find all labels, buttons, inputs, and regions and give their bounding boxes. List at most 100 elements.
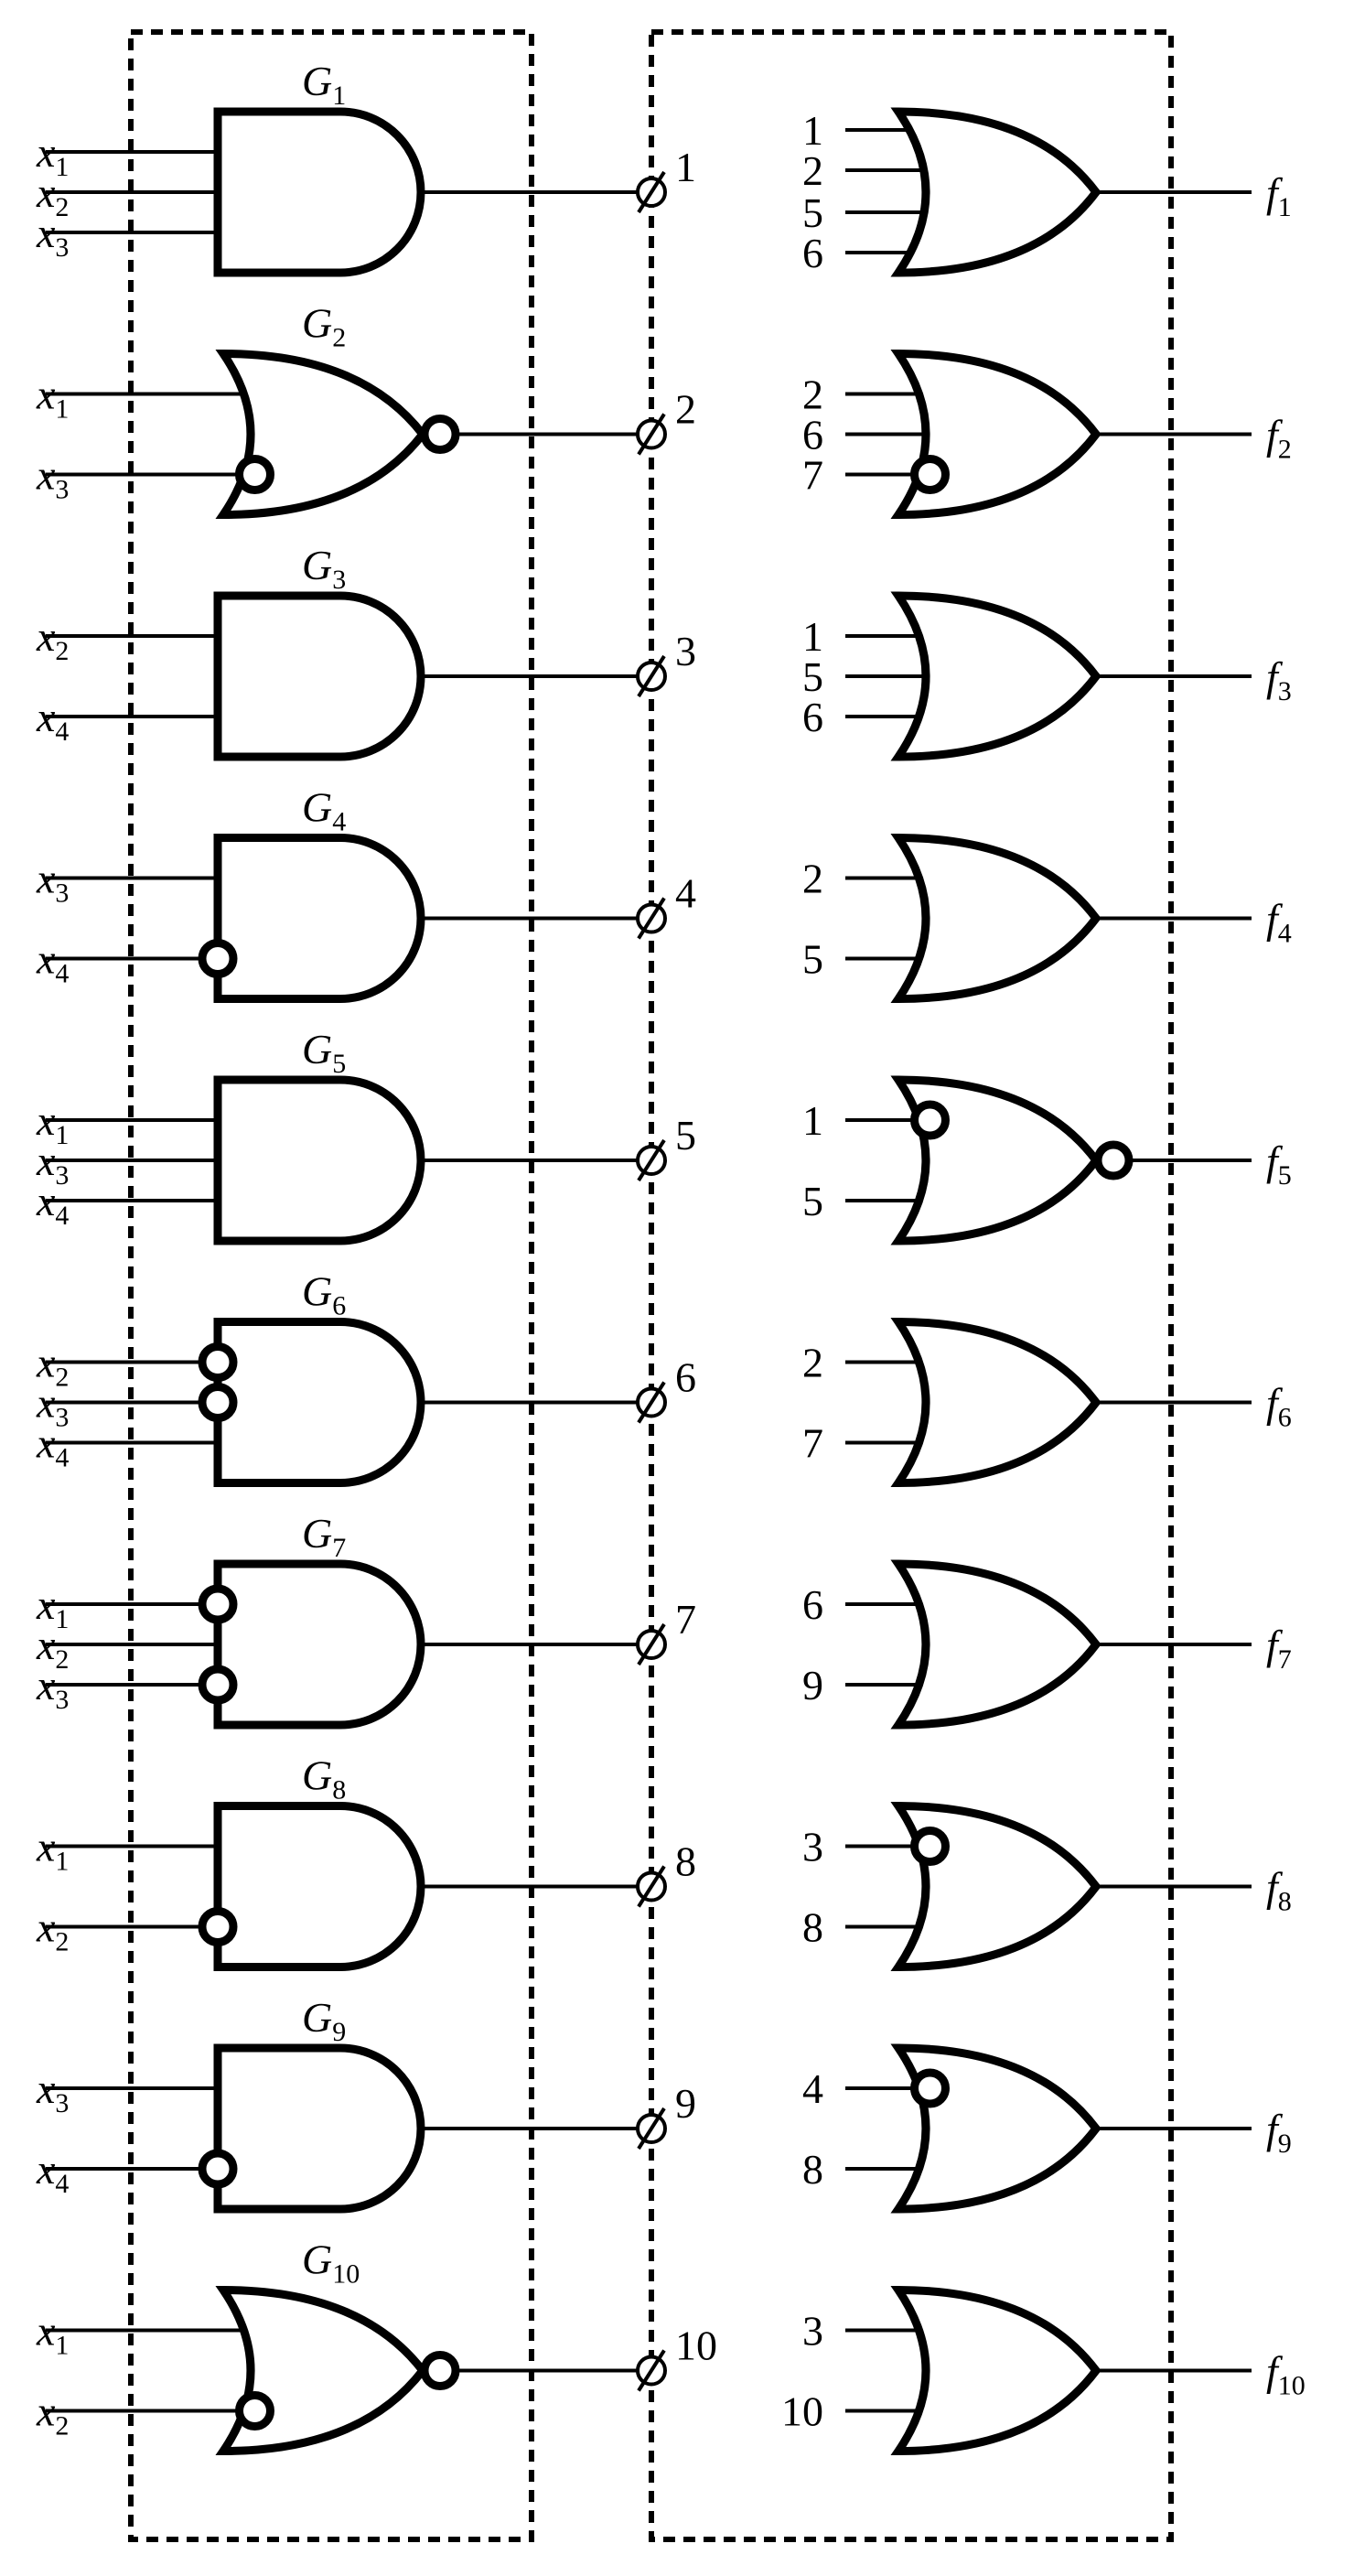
input-net-label: 5	[802, 936, 823, 983]
input-net-label: 3	[802, 1824, 823, 1870]
and-gate-body	[213, 1318, 425, 1487]
net-label: 1	[675, 144, 696, 190]
input-label: x4	[36, 694, 69, 747]
input-label-main: x	[36, 1622, 56, 1668]
input-label-subscript: 1	[55, 1847, 69, 1877]
gate-label: G1	[302, 58, 346, 111]
and-gate-body	[213, 1075, 425, 1245]
inversion-bubble	[198, 1383, 238, 1422]
input-label-subscript: 4	[55, 959, 69, 989]
gate-label-main: G	[302, 1268, 332, 1315]
input-label-main: x	[36, 1581, 56, 1628]
input-label-main: x	[36, 210, 56, 256]
gate-label: G9	[302, 1994, 346, 2047]
input-label-subscript: 3	[55, 878, 69, 909]
input-net-label: 6	[802, 694, 823, 740]
input-label-subscript: 2	[55, 192, 69, 222]
input-label-subscript: 3	[55, 232, 69, 263]
and-plane: G1x1x2x31G2x1x32G3x2x43G4x3x44G5x1x3x45G…	[36, 58, 717, 2456]
or-gate-body	[890, 1801, 1101, 1972]
output-label: f2	[1266, 412, 1292, 465]
inversion-bubble	[198, 1907, 238, 1946]
inversion-bubble	[910, 455, 950, 494]
junction-slash	[637, 2349, 666, 2392]
input-label-subscript: 2	[55, 1927, 69, 1957]
or-gate-body	[890, 1317, 1101, 1488]
gate-label-subscript: 3	[332, 565, 346, 595]
gate-label-subscript: 10	[332, 2259, 360, 2290]
input-label: x4	[36, 2146, 69, 2199]
gate-label-main: G	[302, 1026, 332, 1072]
output-label-subscript: 4	[1278, 919, 1292, 949]
input-label-subscript: 1	[55, 1120, 69, 1150]
input-label-main: x	[36, 129, 56, 176]
input-label: x3	[36, 1137, 69, 1191]
gate-label: G10	[302, 2236, 360, 2290]
net-label: 4	[675, 870, 696, 917]
net-label: 5	[675, 1112, 696, 1159]
inversion-bubble	[910, 2068, 950, 2108]
or-gate-body	[215, 2285, 428, 2456]
gate-label-subscript: 5	[332, 1049, 346, 1079]
output-label-subscript: 8	[1278, 1887, 1292, 1917]
inversion-bubble	[198, 939, 238, 978]
input-net-label: 2	[802, 856, 823, 902]
input-label-subscript: 3	[55, 2088, 69, 2118]
input-label-main: x	[36, 1904, 56, 1951]
gate-label-subscript: 4	[332, 807, 346, 837]
output-label-subscript: 1	[1278, 192, 1292, 222]
gate-label-main: G	[302, 300, 332, 347]
input-label-main: x	[36, 1137, 56, 1184]
input-net-label: 1	[802, 1097, 823, 1144]
input-label-subscript: 2	[55, 636, 69, 666]
junction-slash	[637, 654, 666, 698]
input-label: x4	[36, 1420, 69, 1473]
gate-label-main: G	[302, 58, 332, 104]
net-label: 7	[675, 1596, 696, 1643]
gate-label: G4	[302, 784, 346, 837]
input-label: x3	[36, 452, 69, 505]
input-net-label: 4	[802, 2065, 823, 2112]
output-inversion-bubble	[1093, 1140, 1134, 1180]
input-net-label: 9	[802, 1662, 823, 1708]
junction-slash	[637, 1865, 666, 1908]
input-label-main: x	[36, 2146, 56, 2193]
or-gate-body	[890, 591, 1101, 761]
junction-slash	[637, 1138, 666, 1182]
output-inversion-bubble	[420, 415, 460, 454]
or-gate-body	[890, 349, 1101, 520]
net-label: 8	[675, 1838, 696, 1885]
input-net-label: 7	[802, 1420, 823, 1467]
inversion-bubble	[198, 1342, 238, 1382]
left-and-array-boundary	[128, 29, 534, 2542]
junction-slash	[637, 2107, 666, 2150]
input-label-main: x	[36, 169, 56, 216]
and-gate-body	[213, 107, 425, 277]
input-label-subscript: 3	[55, 1685, 69, 1715]
gate-label-main: G	[302, 784, 332, 831]
right-or-array-boundary	[649, 29, 1174, 2542]
input-net-label: 7	[802, 452, 823, 499]
and-gate-body	[213, 591, 425, 761]
input-label: x3	[36, 1380, 69, 1433]
input-label: x2	[36, 613, 69, 666]
gate-label: G8	[302, 1752, 346, 1805]
output-label: f10	[1266, 2348, 1306, 2401]
input-label: x1	[36, 372, 69, 425]
input-net-label: 8	[802, 1904, 823, 1951]
or-gate-body	[890, 2285, 1101, 2456]
input-label-subscript: 4	[55, 2169, 69, 2199]
input-net-label: 10	[781, 2388, 823, 2435]
net-label: 2	[675, 386, 696, 433]
and-gate-body	[213, 1802, 425, 1971]
input-label: x3	[36, 2065, 69, 2118]
junction-slash	[637, 1381, 666, 1424]
input-net-label: 5	[802, 189, 823, 236]
